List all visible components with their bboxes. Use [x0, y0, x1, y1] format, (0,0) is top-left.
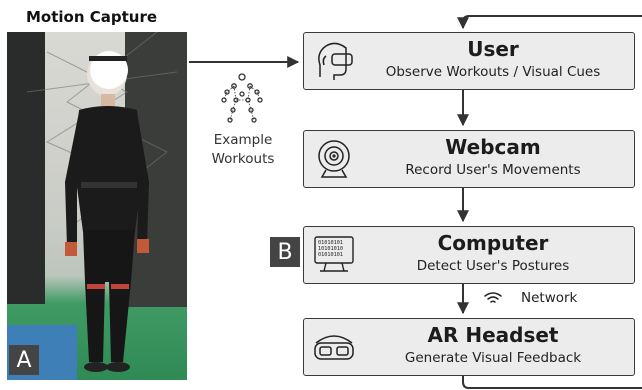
svg-text:10101010: 10101010 — [318, 246, 343, 252]
badge-b: B — [270, 237, 300, 267]
computer-box: 01010101 10101010 01010101 Computer Dete… — [303, 226, 635, 284]
network-label: Network — [521, 290, 578, 306]
motion-capture-title: Motion Capture — [26, 8, 158, 26]
webcam-icon — [318, 140, 350, 178]
photo-background-left — [7, 32, 45, 304]
webcam-box: Webcam Record User's Movements — [303, 130, 635, 188]
skeleton-keypoints-icon — [221, 73, 263, 123]
computer-subtitle: Detect User's Postures — [416, 258, 570, 274]
computer-icon: 01010101 10101010 01010101 — [314, 236, 354, 272]
svg-text:01010101: 01010101 — [318, 252, 343, 258]
loop-bottom-line — [462, 376, 642, 389]
person-in-mocap-suit — [26, 32, 178, 372]
ar-headset-title: AR Headset — [427, 323, 559, 347]
user-box: User Observe Workouts / Visual Cues — [303, 32, 635, 90]
vr-head-icon — [318, 42, 353, 80]
ar-headset-icon — [314, 335, 354, 360]
svg-text:01010101: 01010101 — [318, 240, 343, 246]
example-workouts-line1: Example — [213, 132, 273, 148]
computer-title: Computer — [437, 231, 549, 255]
badge-a: A — [9, 345, 39, 375]
webcam-title: Webcam — [445, 135, 541, 159]
ar-headset-box: AR Headset Generate Visual Feedback — [303, 318, 635, 376]
loop-top-arrow — [457, 15, 642, 30]
example-workouts-label: Example Workouts — [198, 131, 288, 169]
example-workouts-line2: Workouts — [211, 151, 275, 167]
user-title: User — [467, 37, 519, 61]
webcam-subtitle: Record User's Movements — [405, 162, 581, 178]
wifi-icon — [484, 292, 502, 303]
user-subtitle: Observe Workouts / Visual Cues — [385, 64, 601, 80]
ar-headset-subtitle: Generate Visual Feedback — [404, 350, 582, 366]
